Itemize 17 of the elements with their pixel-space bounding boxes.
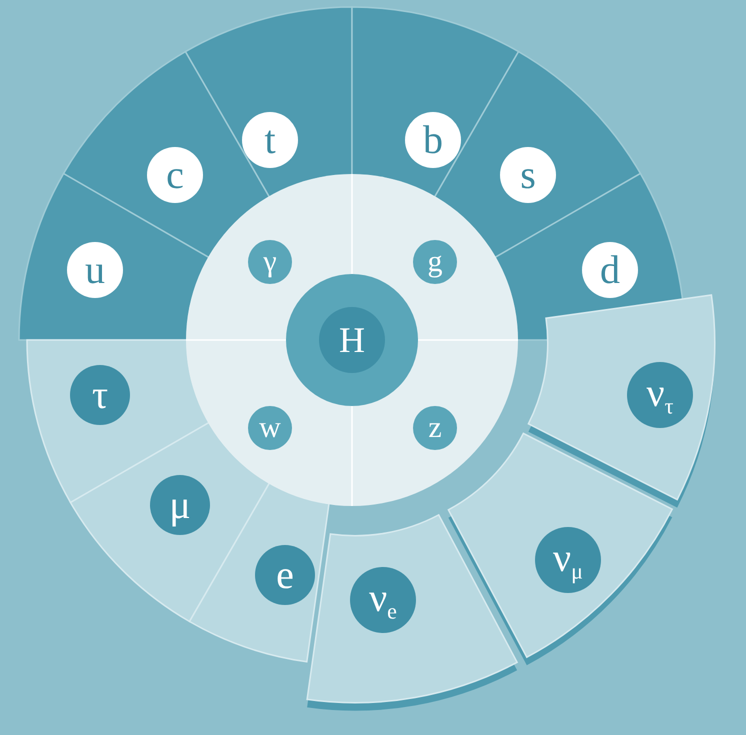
- particle-symbol: c: [166, 155, 184, 195]
- particle-symbol: g: [428, 247, 442, 277]
- particle-symbol: b: [423, 120, 443, 160]
- particle-symbol: ν$_{e}$: [369, 578, 397, 622]
- particle-symbol: ν$_{τ}$: [646, 372, 674, 418]
- particle-symbol: d: [600, 250, 620, 290]
- particle-symbol: H: [339, 322, 365, 358]
- particle-symbol: t: [264, 120, 276, 160]
- particle-symbol: u: [85, 250, 105, 290]
- particle-symbol: τ: [92, 375, 108, 415]
- particle-symbol: γ: [263, 247, 277, 277]
- particle-symbol: e: [276, 555, 294, 595]
- particle-symbol: μ: [169, 485, 191, 525]
- particle-symbol: z: [428, 413, 442, 443]
- particle-symbol: w: [259, 413, 281, 443]
- particle-symbol: s: [520, 155, 536, 195]
- particle-symbol: ν$_{μ}$: [553, 538, 583, 582]
